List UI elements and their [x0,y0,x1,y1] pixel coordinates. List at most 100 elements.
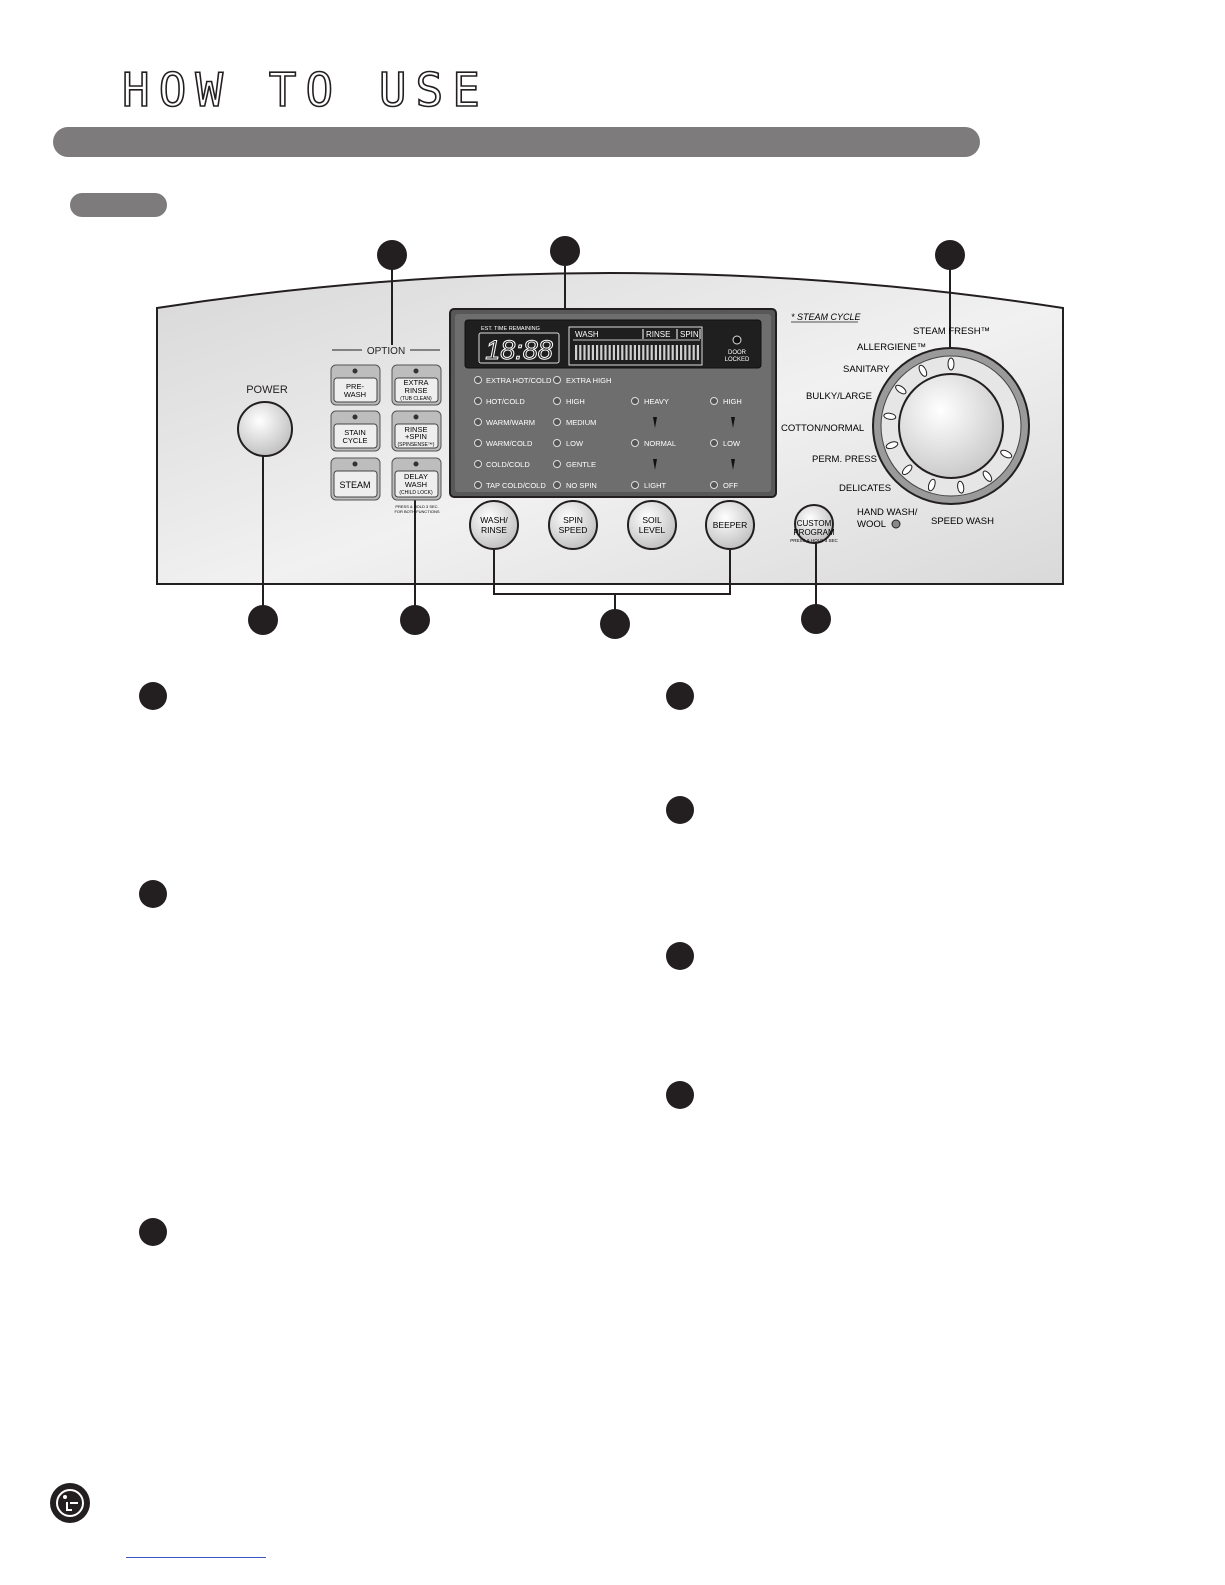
desc-bullet-1 [139,682,167,710]
callout-dot-custom [801,604,831,634]
progress-tick [692,345,695,360]
button-label: CUSTOM [797,519,832,528]
progress-tick [650,345,653,360]
indicator-label: GENTLE [566,460,596,469]
spin-speed-button[interactable]: SPIN SPEED [548,500,598,550]
dial-notch [947,357,955,371]
option-text: (TUB CLEAN) [400,396,432,402]
progress-tick [600,345,603,360]
cycle-dial[interactable] [872,347,1030,505]
page-title: HOW TO USE [121,62,489,118]
callout-dot-buttons [600,609,630,639]
custom-program-button[interactable]: CUSTOM PROGRAM [793,504,835,544]
dial-cycle-label: WOOL [857,519,886,530]
spin-speed-indicators: EXTRA HIGH HIGH MEDIUM LOW GENTLE NO SPI… [553,376,611,490]
option-text: WASH [405,480,427,489]
callout-dot-display [550,236,580,266]
progress-tick [617,345,620,360]
steam-cycle-note: * STEAM CYCLE [791,312,862,322]
option-button-steam[interactable]: STEAM [330,457,381,501]
indicator-label: EXTRA HOT/COLD [486,376,552,385]
dial-cycle-label: SANITARY [843,364,890,375]
beeper-button[interactable]: BEEPER [705,500,755,550]
button-label: BEEPER [713,520,748,530]
option-button-stain-cycle[interactable]: STAIN CYCLE [330,410,381,452]
option-button-extra-rinse[interactable]: EXTRA RINSE (TUB CLEAN) [391,364,442,406]
dial-cycle-label: HAND WASH/ [857,507,918,518]
indicator-label: EXTRA HIGH [566,376,611,385]
desc-bullet-6 [666,942,694,970]
door-locked-label: LOCKED [725,357,750,363]
section-pill [70,193,167,217]
dial-notch [895,384,907,395]
desc-bullet-2 [139,880,167,908]
time-readout: 18:88 [485,335,553,365]
dial-notch [885,441,899,450]
power-button[interactable] [237,401,293,457]
progress-tick [608,345,611,360]
indicator-label: HEAVY [644,397,669,406]
wash-rinse-indicators: EXTRA HOT/COLD HOT/COLD WARM/WARM WARM/C… [474,376,552,490]
wash-rinse-button[interactable]: WASH/ RINSE [469,500,519,550]
progress-tick [629,345,632,360]
button-label: SOIL [642,515,662,525]
dial-notch [982,470,993,482]
option-text: (SPINSENSE™) [398,442,435,448]
option-label: OPTION [367,346,405,357]
custom-program-note: PRESS & HOLD 3 SEC [790,538,838,543]
dial-notch [918,364,928,377]
progress-tick [612,345,615,360]
callout-dot-option [377,240,407,270]
power-label: POWER [246,384,288,396]
header-bar [53,127,980,157]
progress-tick [591,345,594,360]
stage-wash: WASH [575,330,599,339]
option-button-prewash[interactable]: PRE- WASH [330,364,381,406]
progress-tick [625,345,628,360]
delay-note: PRESS & HOLD 3 SEC. [395,504,438,509]
progress-tick [633,345,636,360]
indicator-label: NORMAL [644,439,676,448]
progress-tick [675,345,678,360]
progress-tick [646,345,649,360]
progress-tick [596,345,599,360]
dial-cycle-label: SPEED WASH [931,516,994,527]
dial-notch [883,412,897,420]
indicator-label: OFF [723,481,738,490]
button-label: WASH/ [480,515,508,525]
dial-notch [901,464,913,476]
progress-tick [688,345,691,360]
progress-tick [684,345,687,360]
dial-notches [883,357,1013,494]
footer-link-line [126,1557,266,1558]
button-label: RINSE [481,525,507,535]
option-text: RINSE [405,386,428,395]
stage-spin: SPIN [680,330,699,339]
progress-tick [575,345,578,360]
door-locked-led [732,335,742,345]
dial-notch [1000,449,1013,459]
progress-tick [583,345,586,360]
indicator-label: LIGHT [644,481,667,490]
option-text: RINSE [405,425,428,434]
option-text: CYCLE [342,436,367,445]
option-button-rinse-spin[interactable]: RINSE +SPIN (SPINSENSE™) [391,410,442,452]
dial-cycle-label: COTTON/NORMAL [781,423,864,434]
desc-bullet-5 [666,796,694,824]
dial-cycle-label: PERM. PRESS [812,454,877,465]
desc-bullet-7 [666,1081,694,1109]
progress-tick [667,345,670,360]
progress-tick [696,345,699,360]
progress-tick [604,345,607,360]
wool-icon [891,519,901,529]
option-button-delay-wash[interactable]: DELAY WASH (CHILD LOCK) [391,457,442,501]
indicator-label: COLD/COLD [486,460,530,469]
desc-bullet-3 [139,1218,167,1246]
indicator-label: LOW [566,439,584,448]
door-locked-label: DOOR [728,350,747,356]
soil-level-button[interactable]: SOIL LEVEL [627,500,677,550]
callout-dot-dial [935,240,965,270]
option-text: WASH [344,390,366,399]
progress-tick [587,345,590,360]
indicator-label: HIGH [566,397,585,406]
